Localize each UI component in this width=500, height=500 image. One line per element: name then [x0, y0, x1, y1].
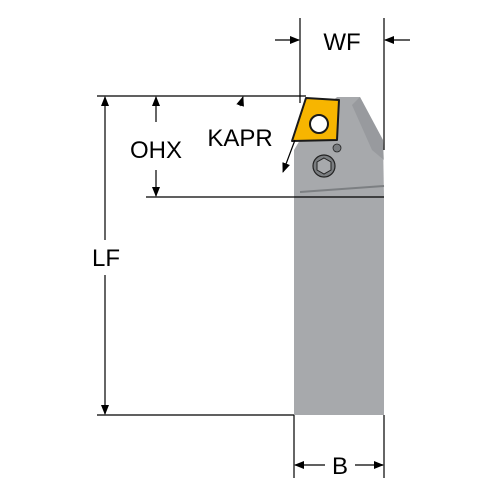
lf-dimension: LF — [92, 96, 120, 415]
ohx-dimension: OHX — [130, 96, 182, 197]
b-dimension: B — [294, 453, 384, 480]
wf-dimension: WF — [275, 29, 410, 56]
b-label: B — [332, 453, 348, 480]
clamp-screw — [312, 143, 342, 178]
lf-label: LF — [92, 245, 120, 272]
kapr-label: KAPR — [207, 125, 272, 152]
wf-label: WF — [323, 29, 360, 56]
ohx-label: OHX — [130, 137, 182, 164]
tool-holder-body — [291, 97, 385, 415]
cutting-insert — [291, 97, 340, 142]
shank — [294, 197, 384, 415]
kapr-angle: KAPR — [207, 96, 296, 173]
head-shading — [352, 97, 384, 160]
head-groove — [299, 185, 385, 193]
insert-hole — [309, 114, 329, 134]
